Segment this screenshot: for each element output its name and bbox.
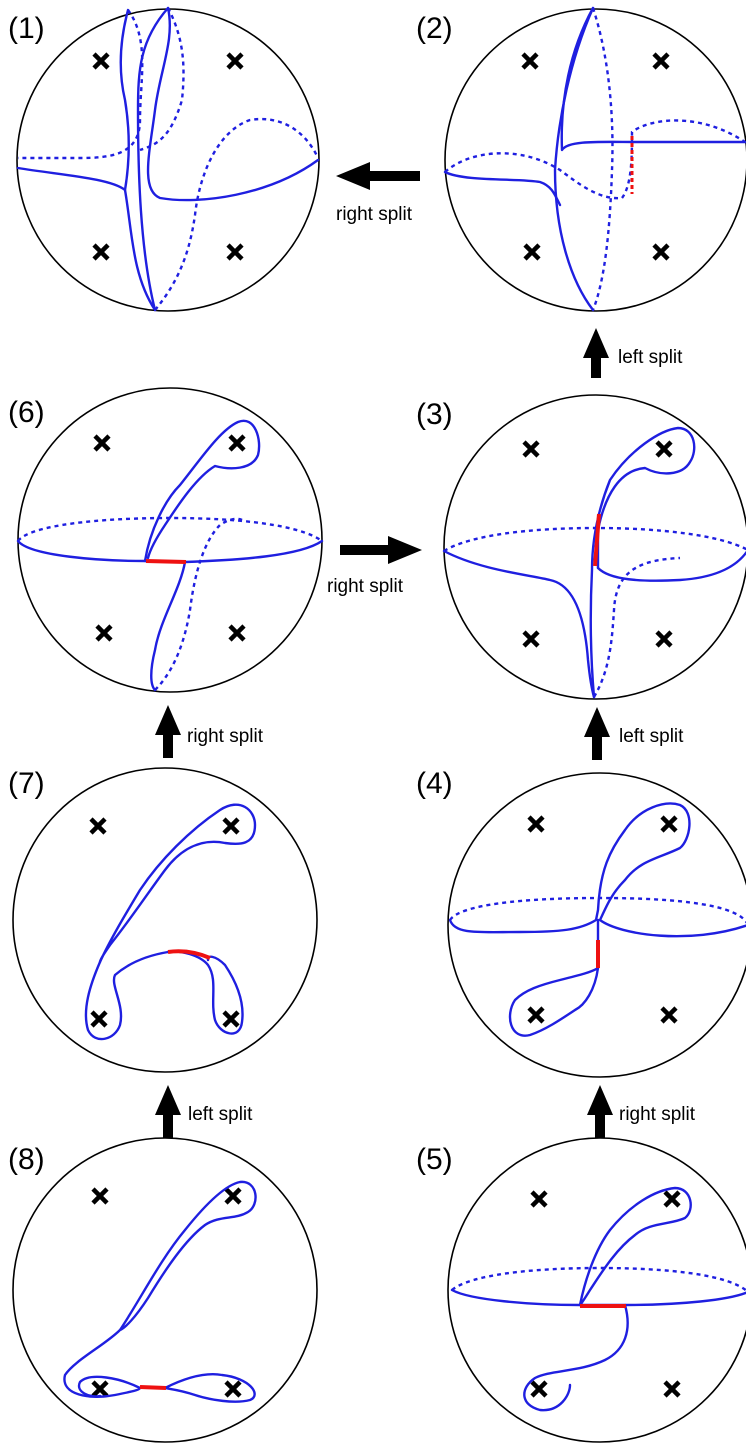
arrow-left-split-4: left split bbox=[584, 707, 684, 760]
cross-icon bbox=[95, 624, 113, 642]
cross-icon bbox=[655, 630, 673, 648]
cross-icon bbox=[89, 817, 107, 835]
arrow-label: left split bbox=[618, 347, 683, 368]
cross-icon bbox=[655, 440, 673, 458]
marked-points bbox=[522, 440, 673, 648]
sphere-outline bbox=[17, 387, 323, 693]
arrow-left-split-2: left split bbox=[583, 328, 683, 378]
curves bbox=[16, 419, 324, 692]
arrow-label: right split bbox=[619, 1104, 696, 1125]
cross-icon bbox=[652, 243, 670, 261]
cross-icon bbox=[93, 434, 111, 452]
arrow-up-icon bbox=[587, 1085, 613, 1138]
cross-icon bbox=[92, 243, 110, 261]
cross-icon bbox=[92, 52, 110, 70]
cross-icon bbox=[222, 1010, 240, 1028]
cross-icon bbox=[527, 815, 545, 833]
cross-icon bbox=[226, 52, 244, 70]
panel-1-label: (1) bbox=[8, 12, 45, 45]
panel-6: (6) bbox=[8, 387, 324, 693]
panel-7-label: (8) bbox=[8, 1143, 45, 1176]
cross-icon bbox=[91, 1380, 109, 1398]
arrow-label: left split bbox=[188, 1104, 253, 1125]
curves bbox=[448, 802, 746, 1037]
cross-icon bbox=[652, 52, 670, 70]
curves bbox=[84, 803, 257, 1041]
arrow-up-icon bbox=[583, 328, 609, 378]
cross-icon bbox=[224, 1380, 242, 1398]
panel-7: (7) bbox=[8, 767, 318, 1073]
cross-icon bbox=[530, 1190, 548, 1208]
arrow-left-icon bbox=[336, 162, 420, 190]
arrow-right-split-mid: right split bbox=[327, 536, 422, 597]
panel-8-label: (5) bbox=[416, 1143, 453, 1176]
arrow-up-icon bbox=[584, 707, 610, 760]
marked-points bbox=[91, 1187, 242, 1398]
arrow-left-split-8: left split bbox=[155, 1085, 253, 1138]
panel-2-label: (2) bbox=[416, 12, 453, 45]
curves bbox=[442, 426, 746, 699]
sphere-outline bbox=[447, 1137, 746, 1443]
sphere-outline bbox=[444, 8, 746, 312]
panel-4-label: (3) bbox=[416, 398, 453, 431]
arrow-right-split-5: right split bbox=[587, 1085, 696, 1138]
arrow-up-icon bbox=[155, 705, 181, 758]
arrow-right-split-7: right split bbox=[155, 705, 264, 758]
curves bbox=[63, 1180, 257, 1403]
arrow-label: right split bbox=[336, 204, 413, 225]
cross-icon bbox=[522, 630, 540, 648]
sphere-outline bbox=[12, 1137, 318, 1443]
cross-icon bbox=[663, 1190, 681, 1208]
marked-points bbox=[93, 434, 246, 642]
arrow-right-split-top: right split bbox=[336, 162, 420, 225]
marked-points bbox=[530, 1190, 681, 1398]
arrow-right-icon bbox=[340, 536, 422, 564]
cross-icon bbox=[530, 1380, 548, 1398]
cross-icon bbox=[228, 624, 246, 642]
sphere-outline bbox=[12, 767, 318, 1073]
panel-3-label: (6) bbox=[8, 396, 45, 429]
arrow-label: left split bbox=[619, 726, 684, 747]
marked-points bbox=[521, 52, 670, 261]
cross-icon bbox=[522, 440, 540, 458]
curves bbox=[16, 6, 320, 312]
cross-icon bbox=[660, 1006, 678, 1024]
cross-icon bbox=[224, 1187, 242, 1205]
sphere-outline bbox=[447, 772, 746, 1078]
cross-icon bbox=[521, 52, 539, 70]
cross-icon bbox=[523, 243, 541, 261]
marked-points bbox=[92, 52, 244, 261]
sphere-outline bbox=[443, 394, 746, 700]
arrow-up-icon bbox=[155, 1085, 181, 1138]
marked-points bbox=[89, 817, 240, 1028]
panel-2: (2) bbox=[416, 6, 746, 312]
cross-icon bbox=[663, 1380, 681, 1398]
panel-5-label: (7) bbox=[8, 767, 45, 800]
cross-icon bbox=[90, 1010, 108, 1028]
cross-icon bbox=[226, 243, 244, 261]
cross-icon bbox=[527, 1006, 545, 1024]
cross-icon bbox=[222, 817, 240, 835]
panel-5: (5) bbox=[416, 1137, 746, 1443]
panel-8: (8) bbox=[8, 1137, 318, 1443]
marked-points bbox=[527, 815, 678, 1024]
cross-icon bbox=[91, 1187, 109, 1205]
sphere-outline bbox=[16, 8, 320, 312]
panel-3: (3) bbox=[416, 394, 746, 700]
arrow-label: right split bbox=[327, 576, 404, 597]
panel-6-label: (4) bbox=[416, 767, 453, 800]
cross-icon bbox=[228, 434, 246, 452]
panel-4: (4) bbox=[416, 767, 746, 1078]
arrow-label: right split bbox=[187, 726, 264, 747]
panel-1: (1) bbox=[8, 6, 320, 312]
curves bbox=[450, 1186, 746, 1412]
curves bbox=[443, 6, 746, 312]
cross-icon bbox=[660, 815, 678, 833]
